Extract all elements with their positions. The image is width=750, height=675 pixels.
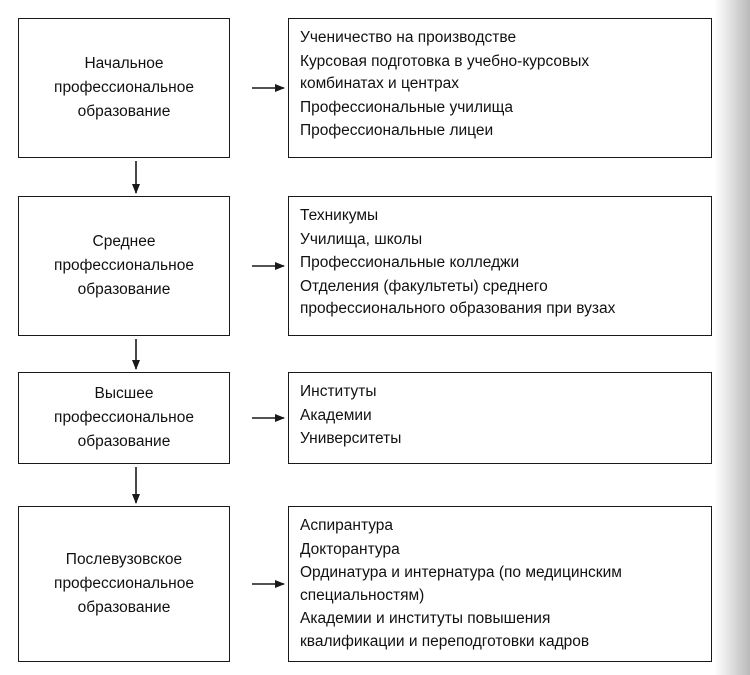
list-item: Техникумы <box>300 207 379 224</box>
list-item: Институты <box>300 383 377 400</box>
level-label-secondary: Среднее профессиональное образование <box>54 233 194 298</box>
page-edge-shadow <box>714 0 750 675</box>
list-item: Аспирантура <box>300 517 394 534</box>
level-box-secondary: Среднее профессиональное образование <box>18 196 230 336</box>
level-label-higher: Высшее профессиональное образование <box>54 385 194 450</box>
level-box-initial: Начальное профессиональное образование <box>18 18 230 158</box>
list-item: Профессиональные училища <box>300 98 514 116</box>
list-box-initial: Ученичество на производстве Курсовая под… <box>288 18 712 158</box>
level-label-postgraduate: Послевузовское профессиональное образова… <box>54 551 194 616</box>
list-box-secondary: Техникумы Училища, школы Профессиональны… <box>288 196 712 336</box>
list-item: Ученичество на производстве <box>300 29 517 46</box>
list-item: Курсовая подготовка в учебно-курсовых ко… <box>300 52 590 93</box>
list-item: Отделения (факультеты) среднего професси… <box>300 277 616 318</box>
list-item: Академии и институты повышения квалифика… <box>300 610 590 650</box>
list-item: Училища, школы <box>300 230 423 248</box>
list-item: Ординатура и интернатура (по медицинским… <box>300 564 622 604</box>
list-item: Профессиональные колледжи <box>300 254 520 271</box>
list-item: Университеты <box>300 430 402 447</box>
list-box-higher: Институты Академии Университеты <box>288 372 712 464</box>
list-item: Профессиональные лицеи <box>300 122 494 139</box>
list-box-postgraduate: Аспирантура Докторантура Ординатура и ин… <box>288 506 712 662</box>
list-item: Академии <box>300 406 372 424</box>
list-item: Докторантура <box>300 540 400 558</box>
level-box-higher: Высшее профессиональное образование <box>18 372 230 464</box>
level-label-initial: Начальное профессиональное образование <box>54 55 194 120</box>
level-box-postgraduate: Послевузовское профессиональное образова… <box>18 506 230 662</box>
